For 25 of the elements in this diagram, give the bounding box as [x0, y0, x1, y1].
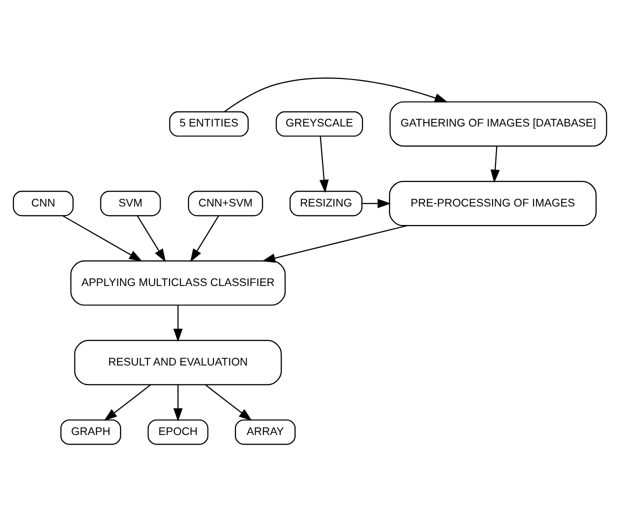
arrow — [172, 385, 182, 422]
arrow — [362, 198, 390, 208]
arrow — [103, 384, 150, 421]
arrow — [318, 136, 328, 194]
arrow — [204, 384, 252, 421]
arrow — [224, 78, 448, 112]
node-box: SVM — [100, 190, 160, 216]
node-box: ARRAY — [234, 419, 296, 445]
arrow — [490, 146, 500, 183]
arrow — [62, 215, 142, 262]
arrow — [190, 215, 219, 262]
node-box: CNN+SVM — [187, 190, 263, 216]
node-box: RESIZING — [289, 190, 362, 216]
node-box: GATHERING OF IMAGES [DATABASE] — [389, 101, 607, 147]
arrow — [172, 305, 182, 342]
node-box: RESULT AND EVALUATION — [74, 340, 282, 386]
node-box: GRAPH — [60, 419, 121, 445]
node-box: 5 ENTITIES — [168, 111, 248, 137]
node-box: GREYSCALE — [275, 111, 363, 137]
arrow — [261, 225, 407, 263]
node-box: PRE-PROCESSING OF IMAGES — [388, 180, 596, 226]
node-box: APPLYING MULTICLASS CLASSIFIER — [70, 260, 286, 306]
node-box: EPOCH — [147, 419, 208, 445]
node-box: CNN — [12, 190, 74, 216]
arrow — [136, 215, 166, 262]
